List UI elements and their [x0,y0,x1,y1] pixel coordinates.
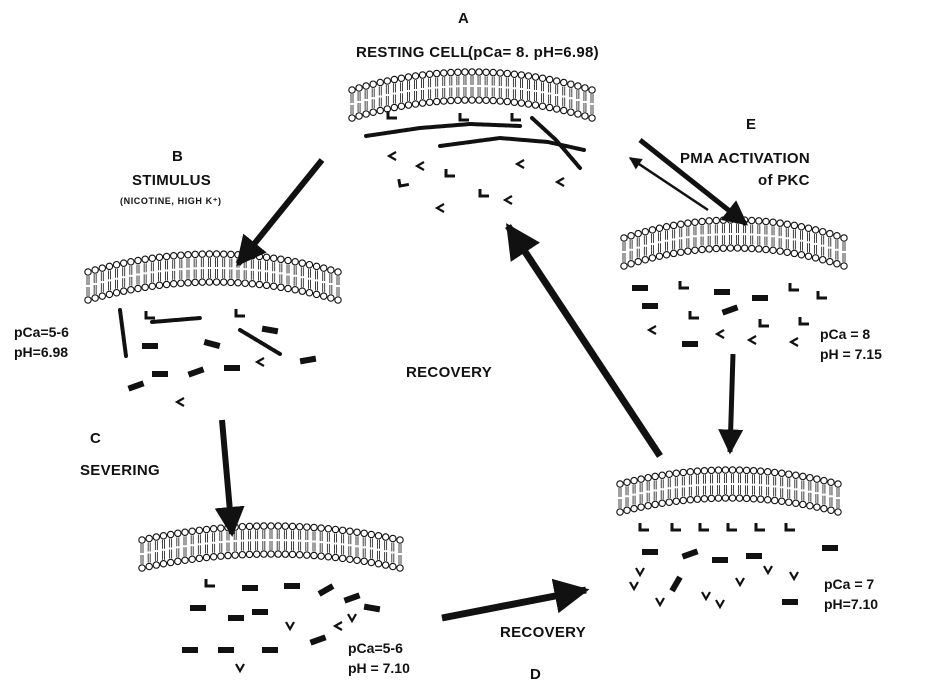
filament-b-1 [152,318,200,322]
panel-a-condition: (pCa= 8. pH=6.98) [468,44,599,61]
panel-e-subtitle: of PKC [758,172,810,189]
panel-a-letter: A [458,10,469,27]
filament-a-1 [366,124,520,136]
panel-b-letter: B [172,148,183,165]
panel-b-subtitle: (NICOTINE, HIGH K⁺) [120,196,222,207]
arrow-c-to-d [442,590,586,618]
panel-e-title: PMA ACTIVATION [680,150,810,167]
panel-a-title: RESTING CELL [356,44,470,61]
panel-d-ph: pH=7.10 [824,594,878,614]
panel-c-ph: pH = 7.10 [348,658,410,678]
panel-d-pca: pCa = 7 [824,574,878,594]
membrane-a [349,69,595,121]
panel-b-pca: pCa=5-6 [14,322,69,342]
panel-b-ph: pH=6.98 [14,342,69,362]
membrane-b [85,251,341,303]
membrane-e [621,217,847,269]
arrow-e-to-d [730,354,733,452]
panel-e-pca: pCa = 8 [820,324,882,344]
membrane-d [617,467,841,515]
panel-c-pca: pCa=5-6 [348,638,410,658]
panel-e-conditions: pCa = 8 pH = 7.15 [820,324,882,364]
panel-d-letter: D [530,666,541,683]
marks-d [630,523,838,607]
panel-b-title: STIMULUS [132,172,211,189]
panel-e-ph: pH = 7.15 [820,344,882,364]
membrane-c [139,523,403,571]
panel-d-conditions: pCa = 7 pH=7.10 [824,574,878,614]
filament-b-2 [120,310,126,356]
panel-c-conditions: pCa=5-6 pH = 7.10 [348,638,410,678]
panel-c-title: SEVERING [80,462,160,479]
recovery-arrow-label: RECOVERY [406,364,492,381]
arrow-b-to-c [222,420,232,534]
marks-e [632,281,827,347]
panel-c-letter: C [90,430,101,447]
panel-d-title: RECOVERY [500,624,586,641]
panel-e-letter: E [746,116,756,133]
arrow-a-to-b [238,160,322,264]
panel-b-conditions: pCa=5-6 pH=6.98 [14,322,69,362]
